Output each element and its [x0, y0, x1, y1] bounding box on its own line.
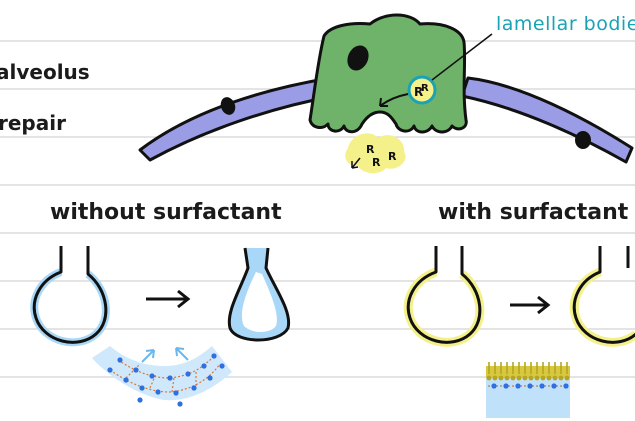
arrow-with — [510, 297, 548, 313]
lamellar-body: R R — [409, 77, 435, 103]
heading-with-surfactant: with surfactant — [438, 200, 628, 225]
alveolus-without-before — [34, 246, 106, 342]
heading-without-surfactant: without surfactant — [50, 200, 282, 225]
alveolus-with-after — [574, 246, 635, 342]
lamellar-surfactant-glyph-2: R — [421, 83, 429, 94]
side-label-alveolus: alveolus — [0, 60, 90, 84]
type1-pneumocyte-right — [462, 78, 632, 162]
inward-pull-arrows — [142, 348, 188, 362]
type2-pneumocyte — [310, 15, 466, 132]
nucleus-right — [575, 131, 591, 149]
surfactant-monolayer — [486, 362, 570, 418]
arrow-without — [146, 291, 188, 307]
surfactant-glyph-1: R — [366, 143, 375, 156]
side-label-repair: repair — [0, 111, 66, 135]
released-surfactant: R R R — [345, 133, 405, 173]
type1-pneumocyte-left — [140, 78, 334, 160]
surface-tension-without — [92, 346, 232, 407]
lamellar-bodies-label: lamellar bodies — [496, 13, 635, 35]
alveolus-without-collapsed — [229, 248, 288, 340]
surfactant-glyph-2: R — [388, 150, 397, 163]
alveolus-with-before — [408, 246, 480, 342]
surfactant-glyph-3: R — [372, 156, 381, 169]
